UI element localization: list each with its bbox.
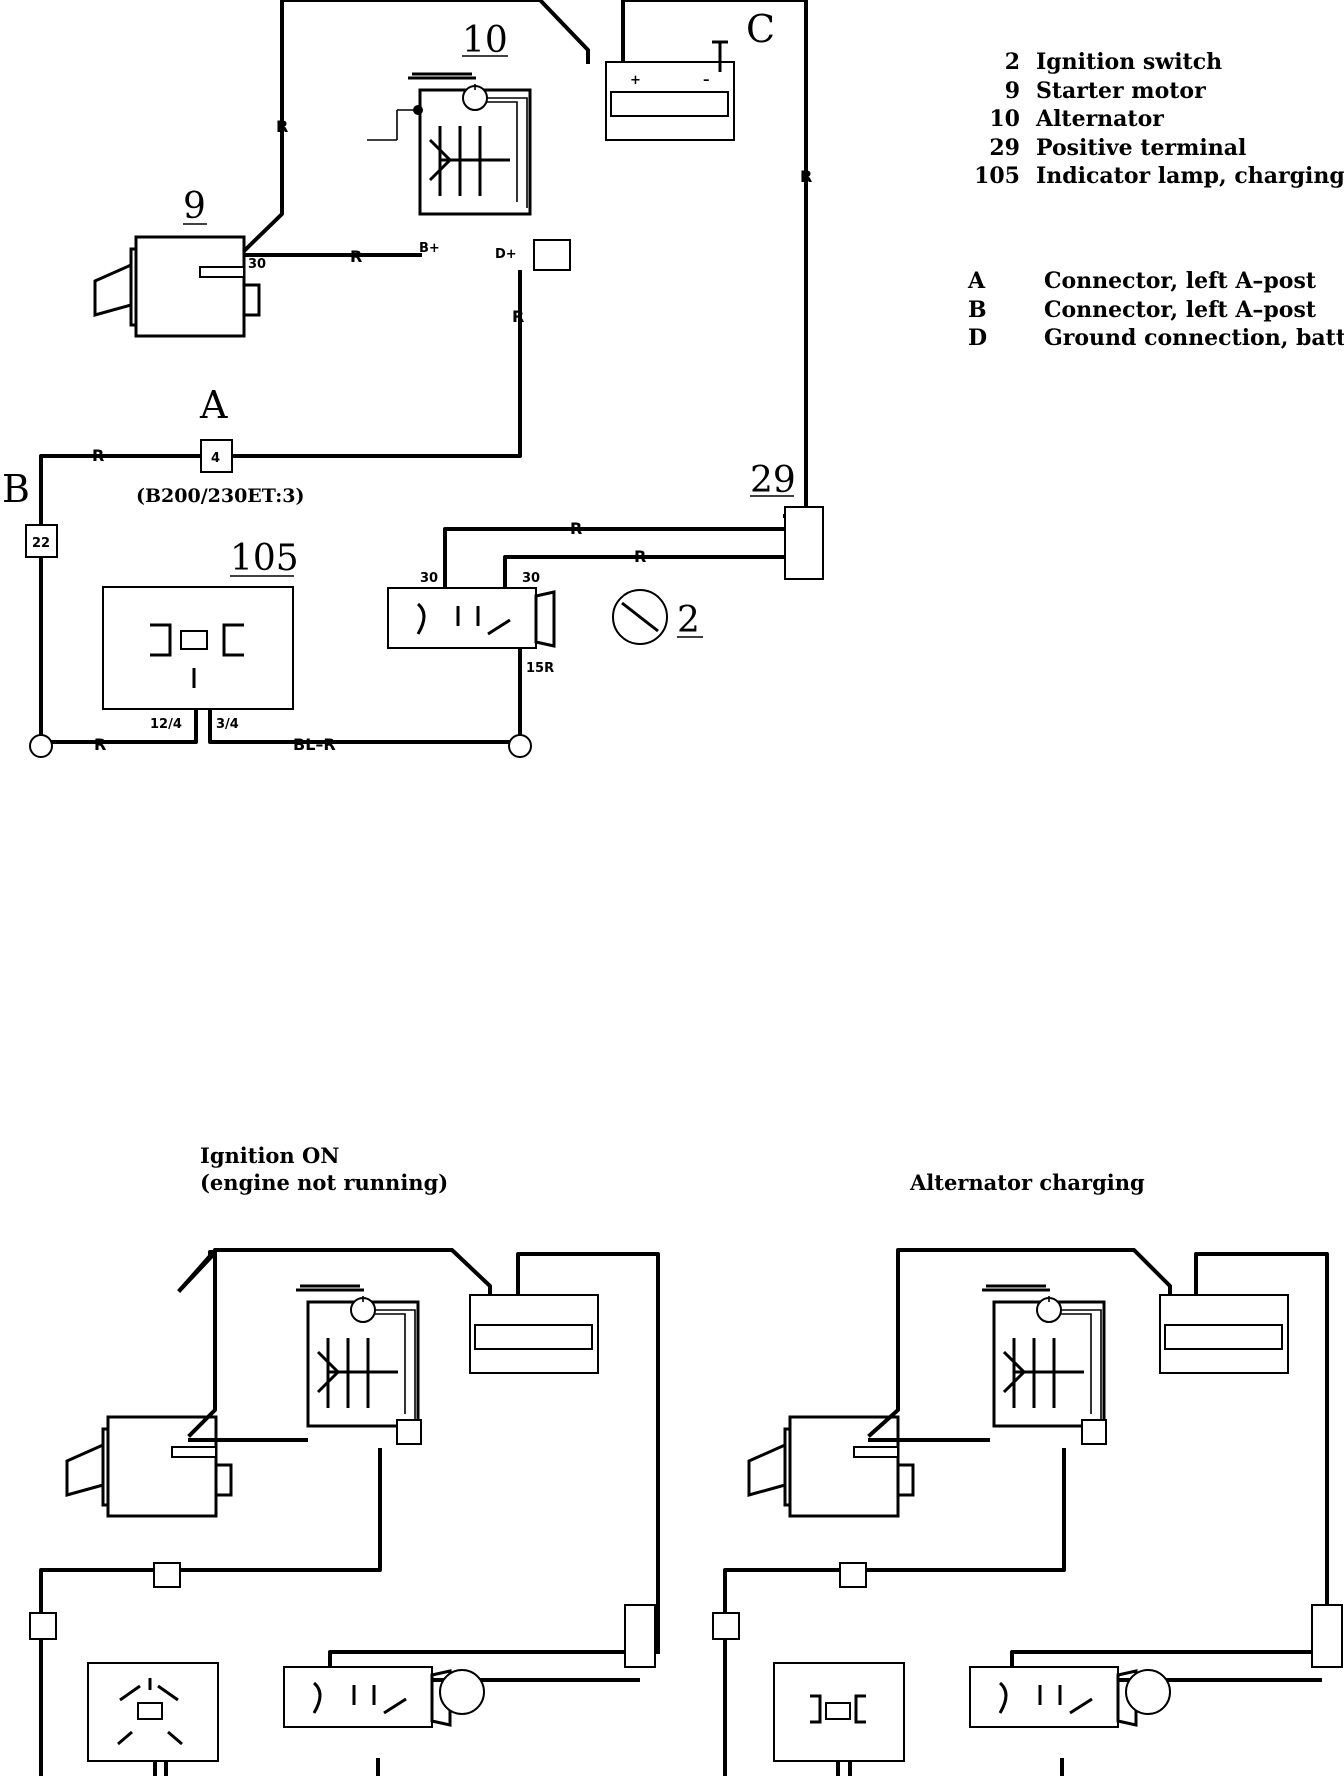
caption-ignition-on: Ignition ON (engine not running) <box>200 1143 449 1195</box>
label-starter: 9 <box>183 186 206 227</box>
terminal-15r: 15R <box>526 661 554 676</box>
connector-a-ignition-on <box>153 1562 181 1588</box>
wire-label-bl-r: BL–R <box>293 735 336 754</box>
label-connector-a: A <box>199 383 228 427</box>
connector-a <box>200 439 233 473</box>
label-positive-terminal: 29 <box>750 460 796 501</box>
alternator-regulator-plug <box>533 239 571 271</box>
terminal-30-switch: 30 <box>522 571 540 586</box>
terminal-30-switch: 30 <box>420 571 438 586</box>
ignition-switch-ignition-on <box>282 1665 452 1729</box>
battery <box>605 61 735 141</box>
wire-label-r: R <box>94 735 106 754</box>
battery-ground-symbol <box>712 40 728 72</box>
wire-label-r: R <box>512 307 524 326</box>
caption-alternator-charging: Alternator charging <box>910 1170 1145 1195</box>
label-battery: C <box>746 7 775 51</box>
ignition-switch <box>386 586 556 650</box>
wire-label-r: R <box>570 519 582 538</box>
ground-point-left <box>29 734 53 758</box>
connector-b-pin: 22 <box>32 536 50 551</box>
starter-motor-ignition-on <box>65 1415 233 1518</box>
connector-a-pin: 4 <box>211 451 220 466</box>
alternator-ignition-on <box>294 1284 420 1428</box>
connector-a-charging <box>839 1562 867 1588</box>
battery-charging <box>1159 1294 1289 1374</box>
starter-motor-charging <box>747 1415 915 1518</box>
battery-ignition-on <box>469 1294 599 1374</box>
label-connector-b: B <box>2 467 30 511</box>
wire-label-r: R <box>92 446 104 465</box>
battery-symbol-lamp <box>180 630 208 650</box>
positive-terminal-ignition-on <box>624 1604 656 1668</box>
alternator-junction <box>413 105 423 115</box>
main-circuit: 10 9 C 29 105 2 A B 4 22 (B200/230ET:3) … <box>2 0 824 758</box>
ignition-switch-charging <box>968 1665 1138 1729</box>
battery-plus-terminal: + <box>630 73 641 88</box>
ground-point-right <box>508 734 532 758</box>
terminal-b-plus: B+ <box>419 241 440 256</box>
connector-a-note: (B200/230ET:3) <box>136 485 304 507</box>
ignition-on-diagram <box>29 1248 660 1776</box>
battery-minus-terminal: – <box>703 73 710 88</box>
terminal-12-4: 12/4 <box>150 717 182 732</box>
wire-label-r: R <box>350 247 362 266</box>
connector-b-charging <box>712 1612 740 1640</box>
alternator-charging-diagram <box>712 1248 1343 1776</box>
connector-b-ignition-on <box>29 1612 57 1640</box>
label-ignition-switch: 2 <box>677 600 700 641</box>
alternator-ground-symbol <box>367 109 420 141</box>
label-alternator: 10 <box>462 20 508 61</box>
positive-terminal-block <box>784 506 824 580</box>
wire-label-r: R <box>800 167 812 186</box>
alternator <box>406 72 532 216</box>
positive-terminal-charging <box>1311 1604 1343 1668</box>
indicator-lamp-off <box>773 1662 905 1762</box>
starter-motor <box>93 235 261 338</box>
wire-label-r: R <box>276 117 288 136</box>
terminal-30-starter: 30 <box>248 257 266 272</box>
terminal-d-plus: D+ <box>495 247 517 262</box>
wire-label-r: R <box>634 547 646 566</box>
label-indicator-lamp: 105 <box>230 538 299 579</box>
terminal-3-4: 3/4 <box>216 717 239 732</box>
connector-b <box>25 524 58 558</box>
alternator-charging <box>980 1284 1106 1428</box>
